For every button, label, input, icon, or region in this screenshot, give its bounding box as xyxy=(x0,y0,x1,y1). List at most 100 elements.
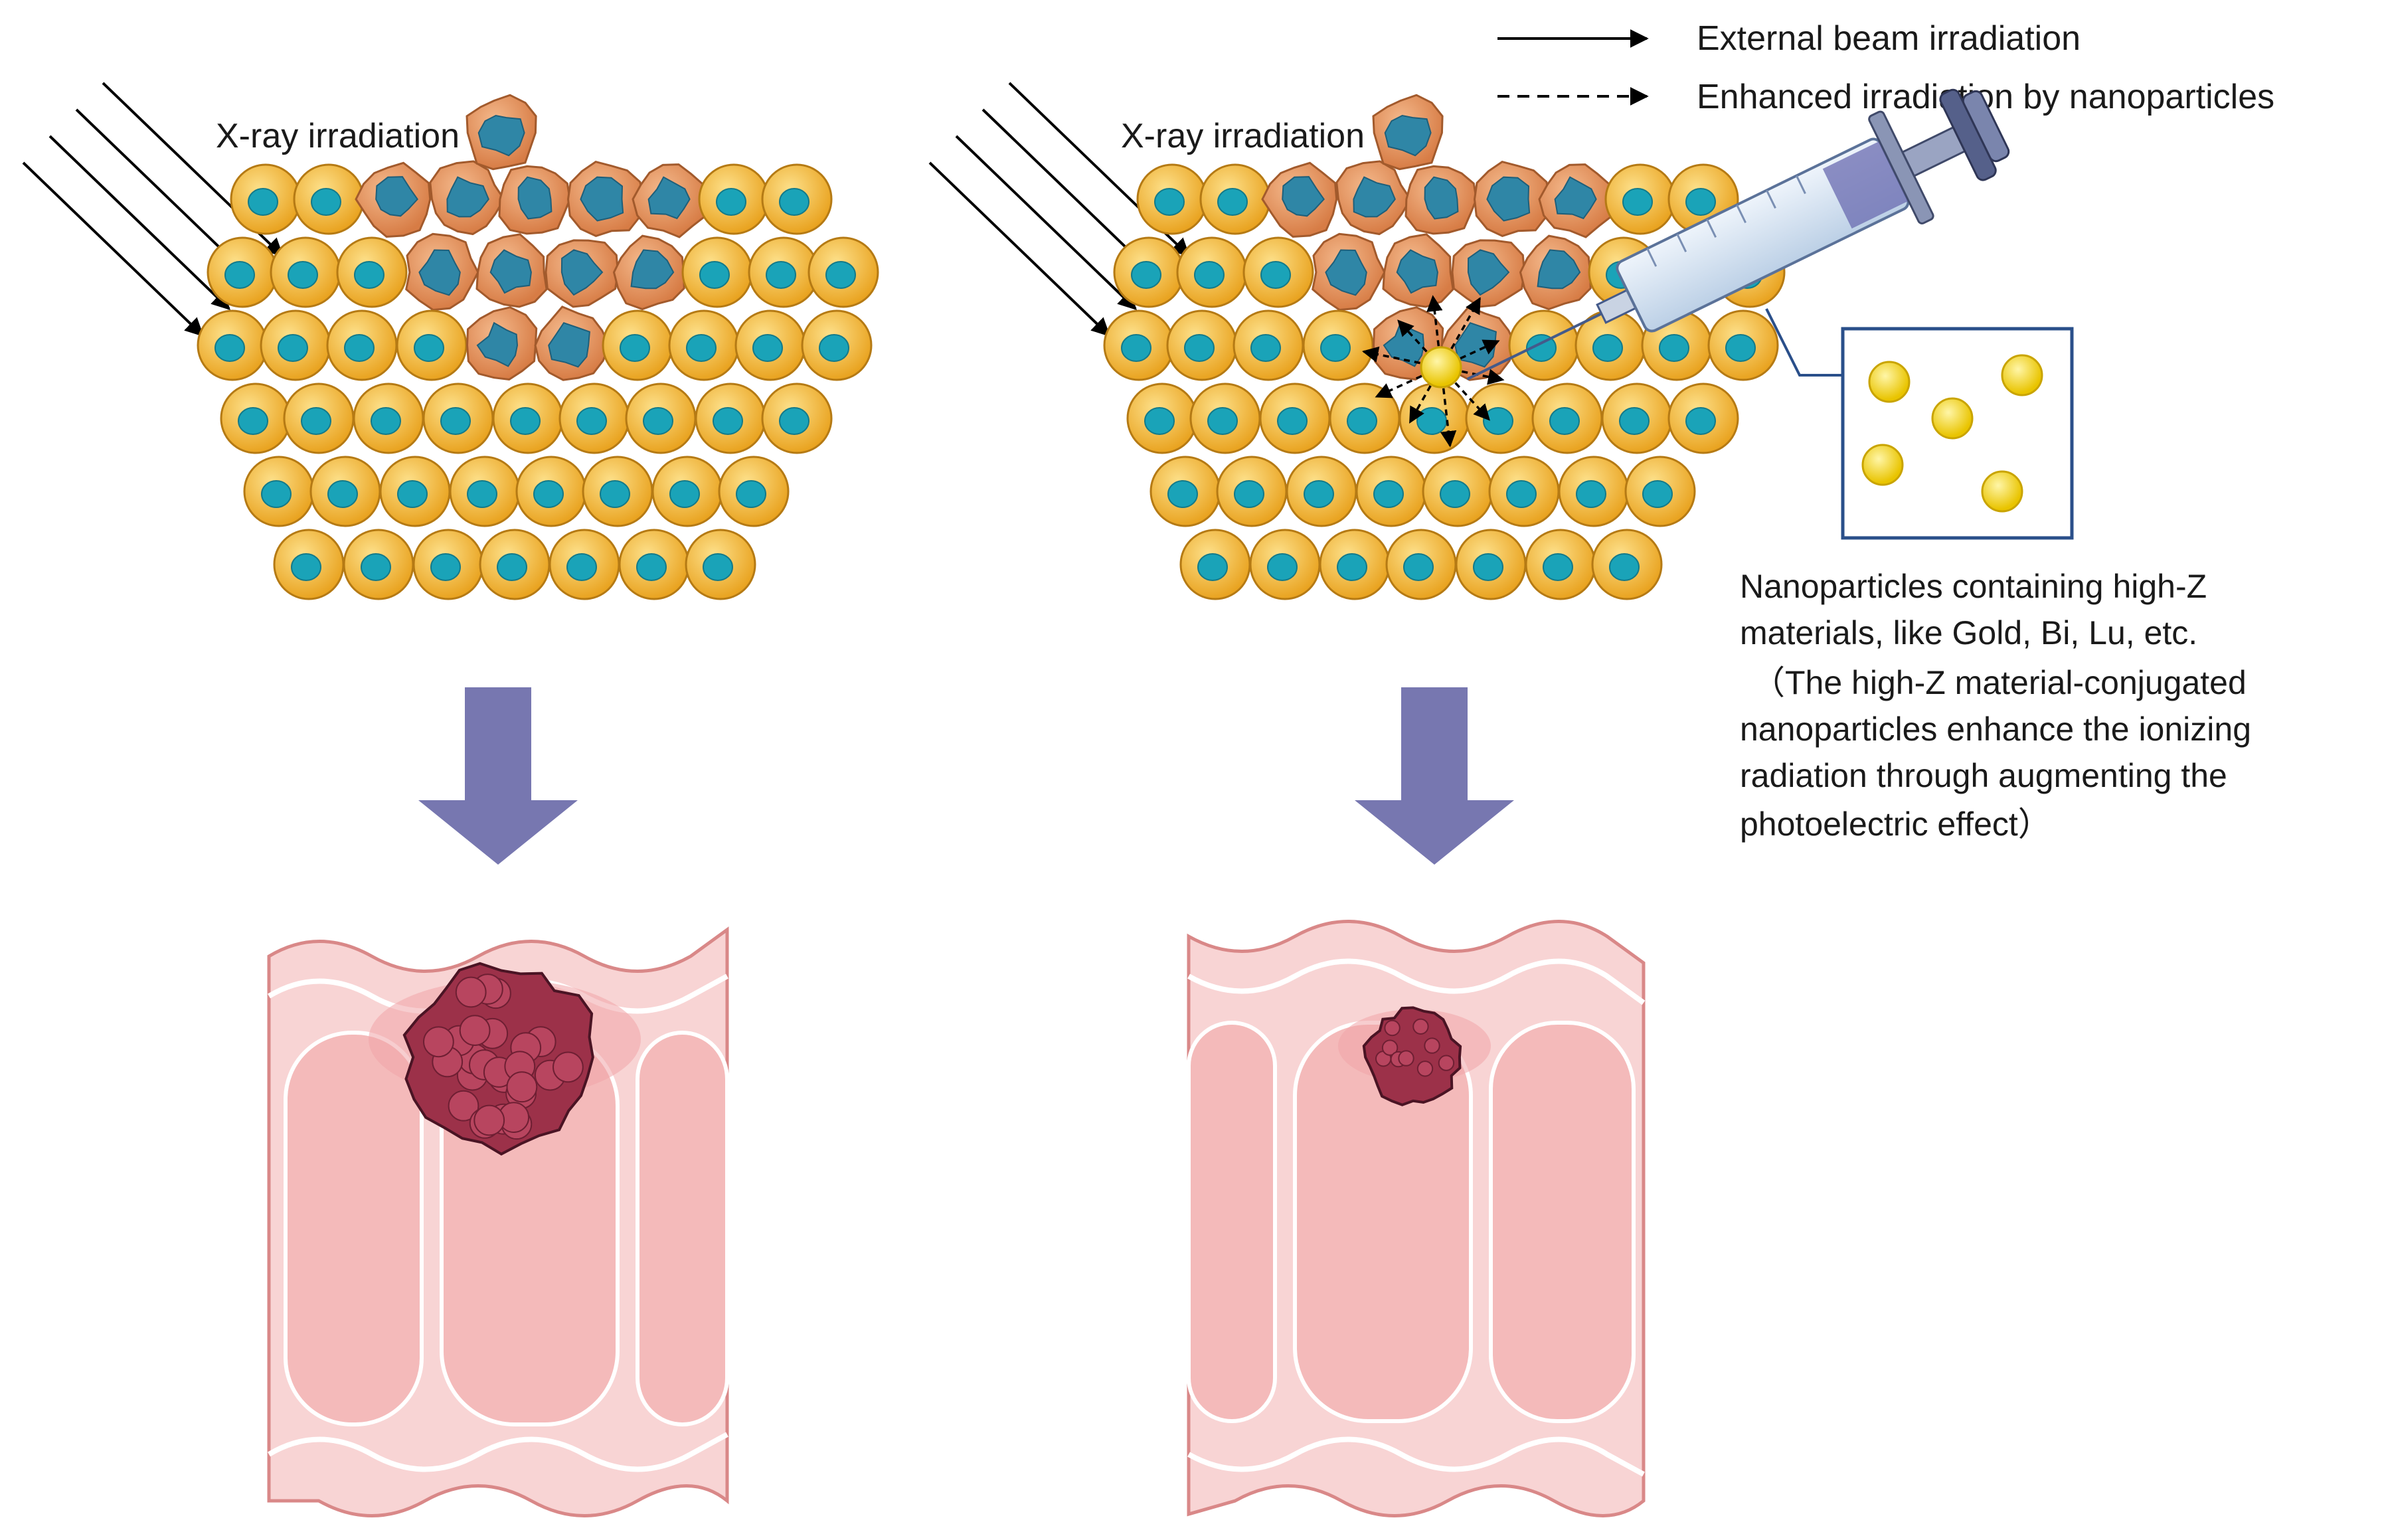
normal-cell xyxy=(1199,163,1271,235)
normal-cell xyxy=(549,529,620,600)
normal-cell xyxy=(1591,529,1663,600)
normal-cell xyxy=(625,383,697,454)
right-tumor-mass xyxy=(1362,1006,1462,1106)
normal-cell xyxy=(1601,383,1673,454)
normal-cell xyxy=(734,309,806,381)
normal-cell xyxy=(273,529,345,600)
normal-cell xyxy=(1286,456,1357,527)
normal-cell xyxy=(1508,309,1580,381)
tumor-cell xyxy=(1538,163,1614,238)
normal-cell xyxy=(1249,529,1321,600)
normal-cell xyxy=(1126,383,1198,454)
normal-cell xyxy=(1319,529,1391,600)
tumor-cell xyxy=(1372,94,1444,171)
normal-cell xyxy=(1455,529,1527,600)
normal-cell xyxy=(1355,456,1427,527)
tumor-cell xyxy=(1261,161,1338,238)
tumor-cell xyxy=(1404,165,1478,235)
syringe-icon xyxy=(1466,88,2010,381)
tumor-cell xyxy=(405,232,479,311)
nanoparticle-annotation: Nanoparticles containing high-Z material… xyxy=(1740,568,2251,843)
normal-cell xyxy=(558,383,630,454)
normal-cell xyxy=(761,163,833,235)
normal-cell xyxy=(1216,456,1288,527)
normal-cell xyxy=(1488,456,1560,527)
normal-cell xyxy=(449,456,521,527)
normal-cell xyxy=(801,309,873,381)
normal-cell xyxy=(681,236,753,308)
tumor-cell xyxy=(545,239,619,308)
normal-cell xyxy=(353,383,424,454)
tumor-cell xyxy=(632,163,708,238)
normal-cell xyxy=(515,456,587,527)
right-panel: X-ray irradiation xyxy=(928,82,2251,1517)
tumor-cell xyxy=(466,94,537,171)
normal-cell xyxy=(197,309,268,381)
normal-cell xyxy=(1136,163,1208,235)
normal-cell xyxy=(293,163,365,235)
left-panel: X-ray irradiation xyxy=(22,82,879,1517)
tumor-cell xyxy=(429,160,505,236)
normal-cell xyxy=(1574,309,1646,381)
normal-cell xyxy=(602,309,673,381)
normal-cell xyxy=(761,383,833,454)
right-down-arrow xyxy=(1355,687,1514,865)
tumor-cell xyxy=(475,233,548,308)
annotation-line-5: radiation through augmenting the xyxy=(1740,757,2227,794)
normal-cell xyxy=(326,309,398,381)
tumor-cell xyxy=(466,306,538,381)
normal-cell xyxy=(270,236,341,308)
normal-cell xyxy=(1465,383,1537,454)
normal-cell xyxy=(1113,236,1185,308)
normal-cell xyxy=(1233,309,1304,381)
tumor-cell xyxy=(612,234,685,311)
normal-cell xyxy=(343,529,414,600)
legend: External beam irradiation Enhanced irrad… xyxy=(1497,19,2274,116)
normal-cell xyxy=(1558,456,1630,527)
left-cell-cluster xyxy=(197,94,879,600)
annotation-line-1: Nanoparticles containing high-Z xyxy=(1740,568,2207,605)
normal-cell xyxy=(698,163,770,235)
normal-cell xyxy=(1399,383,1470,454)
left-tumor-mass xyxy=(402,962,594,1156)
normal-cell xyxy=(668,309,740,381)
normal-cell xyxy=(685,529,756,600)
normal-cell xyxy=(1707,309,1779,381)
left-down-arrow xyxy=(418,687,578,865)
annotation-line-6: photoelectric effect） xyxy=(1740,806,2051,843)
tumor-cell xyxy=(1382,233,1454,308)
normal-cell xyxy=(396,309,468,381)
normal-cell xyxy=(1242,236,1314,308)
tumor-cell xyxy=(1473,160,1551,238)
normal-cell xyxy=(808,236,879,308)
normal-cell xyxy=(309,456,381,527)
normal-cell xyxy=(479,529,551,600)
annotation-line-3: （The high-Z material-conjugated xyxy=(1752,664,2247,701)
legend-solid-label: External beam irradiation xyxy=(1697,19,2081,58)
normal-cell xyxy=(1604,163,1676,235)
normal-cell xyxy=(283,383,355,454)
normal-cell xyxy=(718,456,790,527)
normal-cell xyxy=(207,236,278,308)
tumor-cell xyxy=(1335,160,1412,236)
normal-cell xyxy=(1176,236,1248,308)
normal-cell xyxy=(1624,456,1696,527)
normal-cell xyxy=(1531,383,1603,454)
normal-cell xyxy=(379,456,451,527)
inset-connector xyxy=(1765,308,1843,377)
tumor-cell xyxy=(1519,234,1592,311)
normal-cell xyxy=(1259,383,1331,454)
tumor-cell xyxy=(566,160,645,238)
normal-cell xyxy=(230,163,301,235)
normal-cell xyxy=(1385,529,1457,600)
normal-cell xyxy=(1667,383,1739,454)
inset-nanoparticles xyxy=(1861,354,2043,513)
normal-cell xyxy=(1422,456,1493,527)
tumor-cell xyxy=(1451,239,1525,308)
normal-cell xyxy=(1166,309,1238,381)
annotation-line-2: materials, like Gold, Bi, Lu, etc. xyxy=(1740,614,2197,651)
normal-cell xyxy=(1179,529,1251,600)
normal-cell xyxy=(1329,383,1401,454)
normal-cell xyxy=(1525,529,1596,600)
